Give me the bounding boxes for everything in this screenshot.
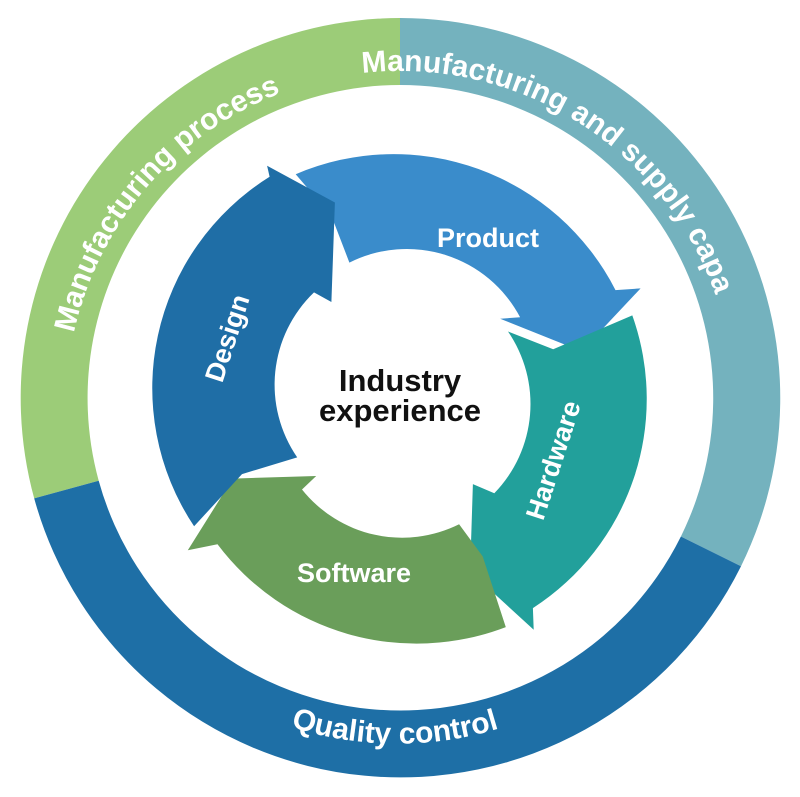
arrow-segment-software	[187, 476, 506, 644]
segment-label-product: Product	[437, 223, 539, 253]
center-title-line-2: experience	[319, 393, 481, 428]
center-title-line-1: Industry	[339, 363, 462, 398]
arrow-segment-product	[295, 154, 641, 352]
arrow-segment-hardware	[470, 315, 647, 630]
ring-segment-manufacturing-process	[20, 18, 400, 499]
ring-segment-manufacturing-and-supply-capacity	[400, 17, 781, 567]
arrow-segment-design	[152, 165, 335, 527]
ring-segment-quality-control	[34, 480, 741, 778]
outer-ring	[20, 17, 781, 778]
inner-cycle	[152, 154, 647, 644]
segment-label-software: Software	[297, 558, 411, 588]
